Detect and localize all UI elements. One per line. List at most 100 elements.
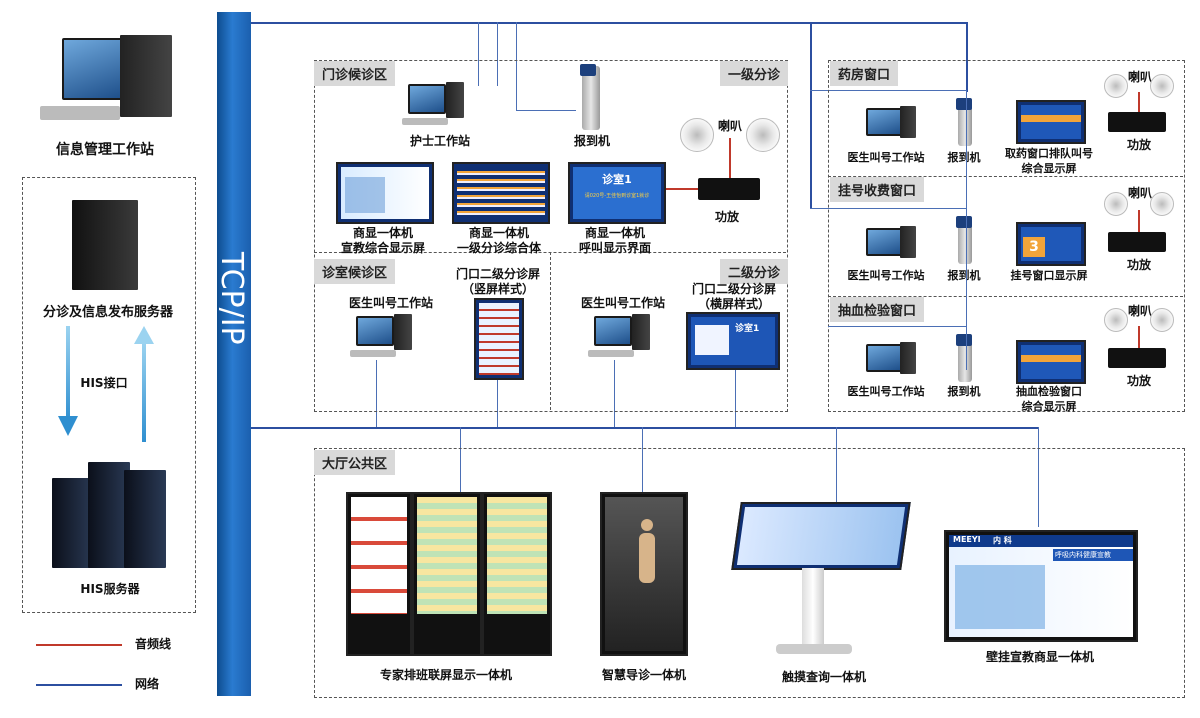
reg-screen-label: 挂号窗口显示屏	[1010, 269, 1088, 282]
up-arrow-shaft	[142, 342, 146, 442]
portrait-screen	[474, 298, 524, 380]
reg-amp-label: 功放	[1126, 258, 1151, 272]
left-server-zone	[22, 177, 196, 613]
clinic-waiting-title: 门诊候诊区	[314, 61, 396, 86]
amplifier-clinic	[698, 178, 760, 200]
edu-screen-1-label: 商显一体机 宣教综合显示屏	[340, 226, 425, 255]
blood-doctor-station-label: 医生叫号工作站	[847, 385, 925, 398]
down-arrow-shaft	[66, 326, 70, 422]
blood-amp-label: 功放	[1126, 374, 1151, 388]
hall-zone	[314, 448, 1185, 698]
net-clinic-3	[516, 22, 517, 110]
pharmacy-doctor-station-label: 医生叫号工作站	[847, 151, 925, 164]
blood-speaker-label: 喇叭	[1127, 304, 1152, 318]
audio-line-clinic-v	[729, 138, 731, 178]
his-server-label: HIS服务器	[80, 582, 140, 596]
call-text: 请020号-王佳怡到诊室1就诊	[584, 193, 650, 199]
pharmacy-amp-label: 功放	[1126, 138, 1151, 152]
smart-guide-label: 智慧导诊一体机	[601, 668, 686, 682]
blood-checkin-kiosk	[956, 334, 972, 382]
blood-checkin-label: 报到机	[947, 385, 981, 398]
backbone-label: TCP/IP	[214, 252, 249, 345]
speaker-icon-blood-1	[1104, 308, 1128, 332]
net-hall-3	[836, 427, 837, 507]
call-screen-1-label: 商显一体机 呼叫显示界面	[578, 226, 651, 255]
audio-line-pharmacy	[1138, 92, 1140, 112]
checkin-label-clinic: 报到机	[573, 134, 610, 148]
legend-audio-line	[36, 644, 122, 646]
pharmacy-checkin-label: 报到机	[947, 151, 981, 164]
tcp-ip-backbone: TCP/IP	[214, 12, 251, 696]
net-room-2	[497, 378, 498, 427]
reg-checkin-label: 报到机	[947, 269, 981, 282]
speaker-icon-blood-2	[1150, 308, 1174, 332]
network-right-trunk2	[810, 22, 812, 208]
reg-window-number: 3	[1029, 239, 1039, 255]
speaker-icon-pharmacy-2	[1150, 74, 1174, 98]
net-room-1	[376, 360, 377, 427]
landscape-room-number: 诊室1	[735, 324, 760, 334]
wall-banner: 呼吸内科健康宣教	[1055, 551, 1111, 559]
his-interface-arrows	[58, 326, 154, 442]
speaker-icon-clinic-2	[746, 118, 780, 152]
down-arrow-icon	[58, 416, 78, 436]
audio-line-reg	[1138, 210, 1140, 232]
clinic-waiting-zone	[314, 60, 788, 412]
amplifier-label-clinic: 功放	[714, 210, 739, 224]
level1-title: 一级分诊	[720, 61, 789, 86]
net-hall-2	[642, 427, 643, 497]
reg-doctor-station-label: 医生叫号工作站	[847, 269, 925, 282]
network-top-line	[251, 22, 967, 24]
net-right-v	[966, 90, 967, 370]
nurse-station-label: 护士工作站	[409, 134, 470, 148]
speaker-icon-reg-2	[1150, 192, 1174, 216]
portrait-screen-label: 门口二级分诊屏 （竖屏样式）	[455, 267, 540, 296]
net-clinic-2	[497, 22, 498, 86]
amplifier-reg	[1108, 232, 1166, 252]
blood-divider	[828, 296, 1183, 297]
wall-dept: 内 科	[993, 536, 1012, 545]
legend-audio-label: 音频线	[135, 637, 172, 651]
speaker-label-clinic: 喇叭	[717, 119, 742, 133]
legend-network-label: 网络	[135, 677, 160, 691]
registration-title: 挂号收费窗口	[830, 177, 925, 202]
zone-divider-v	[550, 252, 551, 410]
level2-title: 二级分诊	[720, 259, 789, 284]
speaker-icon-clinic-1	[680, 118, 714, 152]
expert-screen-label: 专家排班联屏显示一体机	[379, 668, 512, 682]
blood-title: 抽血检验窗口	[830, 297, 925, 322]
room-doctor-station-right-label: 医生叫号工作站	[580, 296, 665, 310]
up-arrow-icon	[134, 326, 154, 344]
speaker-icon-pharmacy-1	[1104, 74, 1128, 98]
legend-network-line	[36, 684, 122, 686]
info-workstation-label: 信息管理工作站	[56, 142, 154, 158]
net-branch-blood	[828, 326, 966, 327]
network-mid-line	[251, 427, 1039, 429]
wall-screen-label: 壁挂宣教商显一体机	[985, 650, 1094, 664]
reg-screen: 3	[1016, 222, 1086, 266]
net-clinic-1	[478, 22, 479, 86]
network-right-trunk	[966, 22, 968, 92]
pharmacy-speaker-label: 喇叭	[1127, 70, 1152, 84]
audio-line-clinic-h	[664, 188, 700, 190]
reg-checkin-kiosk	[956, 216, 972, 264]
touch-query-label: 触摸查询一体机	[781, 670, 866, 684]
blood-screen-label: 抽血检验窗口 综合显示屏	[1016, 385, 1082, 413]
call-room-number: 诊室1	[602, 173, 632, 186]
pharmacy-screen-label: 取药窗口排队叫号 综合显示屏	[1005, 147, 1093, 175]
room-doctor-station-left-label: 医生叫号工作站	[348, 296, 433, 310]
wall-edu-screen: MEEYI 内 科 呼吸内科健康宣教	[944, 530, 1138, 642]
edu-screen-1	[336, 162, 434, 224]
reg-divider	[828, 176, 1183, 177]
smart-guide-kiosk	[600, 492, 688, 656]
his-interface-label: HIS接口	[80, 376, 128, 390]
right-window-zone	[828, 60, 1185, 412]
net-branch-pharmacy	[810, 90, 966, 91]
pharmacy-title: 药房窗口	[830, 61, 899, 86]
room-waiting-title: 诊室候诊区	[314, 259, 396, 284]
landscape-screen-label: 门口二级分诊屏 （横屏样式）	[691, 282, 776, 311]
net-room-4	[735, 368, 736, 427]
pharmacy-screen	[1016, 100, 1086, 144]
net-branch-reg	[810, 208, 966, 209]
triage-screen-1-label: 商显一体机 一级分诊综合体	[456, 226, 541, 255]
